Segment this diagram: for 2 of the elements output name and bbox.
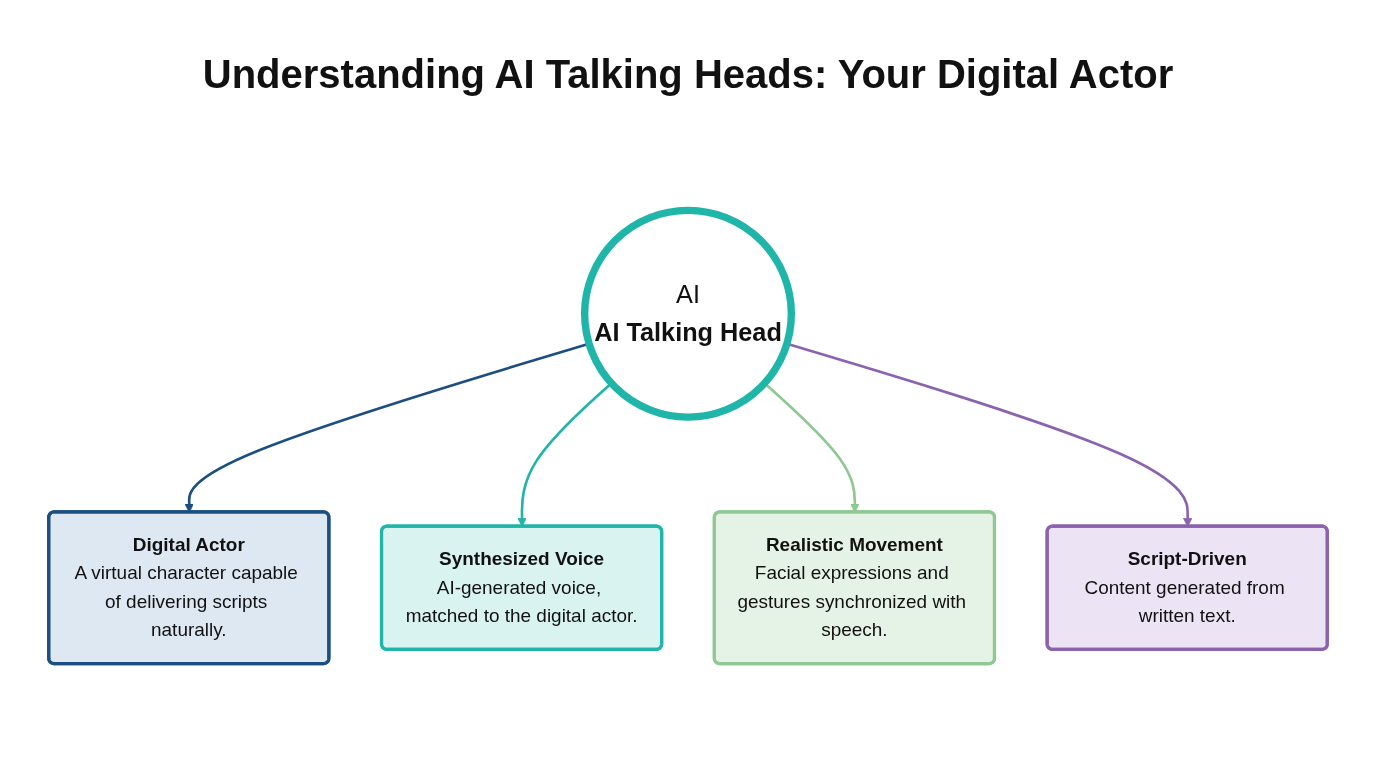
node-circle: AI AI Talking Head <box>580 206 796 421</box>
title: Understanding AI Talking Heads: Your Digital Actor <box>201 52 1175 97</box>
